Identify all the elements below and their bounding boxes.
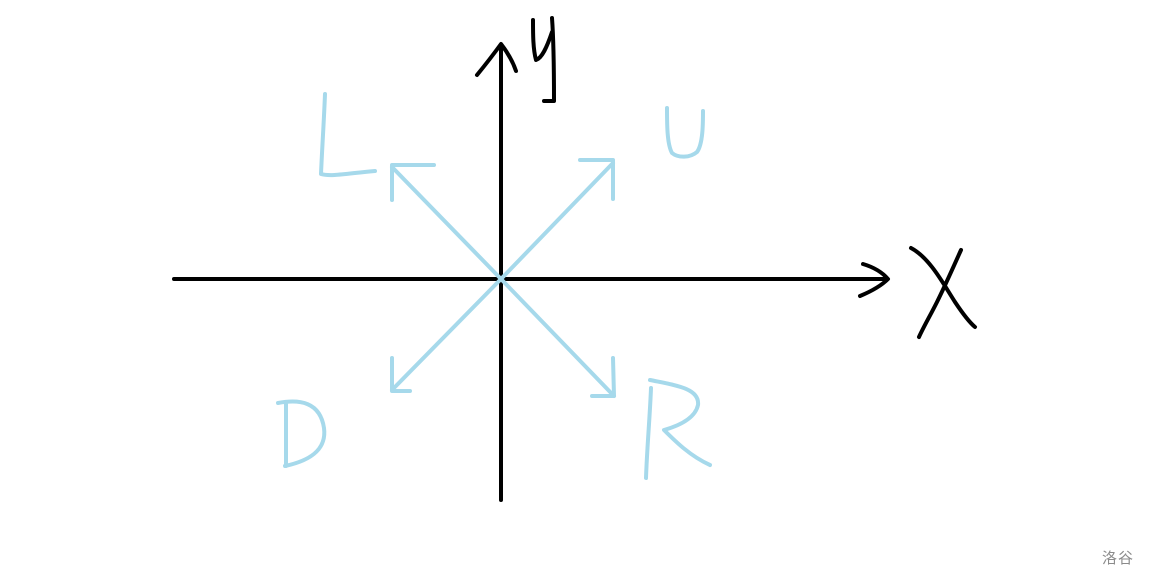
arrow-down-left-shaft [390, 277, 503, 392]
label-u: U [665, 106, 705, 159]
axes: X y [172, 16, 977, 502]
y-letter-stroke-1 [531, 18, 554, 62]
x-letter-stroke-1 [909, 246, 977, 329]
arrow-up-left-head [390, 163, 436, 202]
arrow-up-right-shaft [499, 161, 615, 281]
direction-letters: U L D R [276, 92, 712, 480]
arrow-down-left [390, 277, 503, 393]
arrow-up-left-shaft [390, 165, 503, 281]
arrow-up-right-head [578, 158, 615, 201]
watermark: 洛谷 [1101, 549, 1134, 567]
arrow-up-right [499, 158, 615, 281]
x-letter-stroke-2 [917, 248, 963, 339]
x-axis-arrowhead [858, 262, 890, 298]
label-d: D [276, 399, 327, 468]
l-letter-stroke [319, 92, 377, 178]
y-axis-label: y [531, 16, 556, 103]
arrow-down-right-head [590, 356, 616, 398]
label-r: R [644, 378, 712, 480]
direction-arrows [390, 158, 616, 398]
label-l: L [319, 92, 377, 178]
y-letter-stroke-2 [542, 16, 556, 103]
u-letter-stroke [665, 106, 705, 159]
r-letter-stroke [644, 378, 712, 480]
arrow-down-left-head [390, 356, 412, 393]
x-axis-label: X [909, 246, 977, 339]
y-axis-arrowhead [475, 42, 518, 77]
arrow-down-right-shaft [499, 277, 616, 398]
d-letter-stroke [276, 399, 327, 468]
arrow-down-right [499, 277, 616, 398]
arrow-up-left [390, 163, 503, 281]
